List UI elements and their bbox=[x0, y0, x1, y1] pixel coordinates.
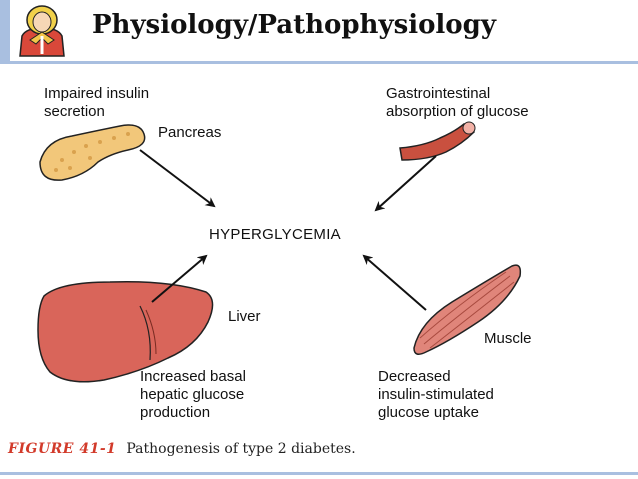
footer-divider bbox=[0, 472, 638, 475]
liver-icon bbox=[37, 280, 214, 383]
intestine-icon bbox=[399, 121, 476, 161]
pancreas-cause-line2: secretion bbox=[44, 103, 105, 120]
muscle-icon bbox=[413, 264, 522, 355]
person-logo-icon bbox=[12, 2, 72, 58]
header-left-strip bbox=[0, 0, 10, 64]
figure-caption: FIGURE 41-1 Pathogenesis of type 2 diabet… bbox=[8, 441, 356, 457]
liver-cause-line3: production bbox=[140, 404, 211, 421]
arrow-pancreas-to-center bbox=[139, 149, 216, 208]
header-divider bbox=[0, 61, 638, 64]
gi-cause-line1: Gastrointestinal bbox=[386, 85, 491, 102]
liver-cause-line2: hepatic glucose bbox=[140, 386, 245, 403]
gi-cause-line2: absorption of glucose bbox=[386, 103, 529, 120]
muscle-cause-line3: glucose uptake bbox=[378, 404, 479, 421]
muscle-cause-line1: Decreased bbox=[378, 368, 451, 385]
liver-label: Liver bbox=[228, 308, 261, 325]
page-title: Physiology/Pathophysiology bbox=[92, 10, 496, 40]
figure-number: FIGURE 41-1 bbox=[8, 441, 117, 457]
arrow-gi-to-center bbox=[374, 155, 437, 212]
liver-cause-line1: Increased basal bbox=[140, 368, 246, 385]
muscle-label: Muscle bbox=[484, 330, 532, 347]
arrow-liver-to-center bbox=[151, 254, 208, 303]
pancreas-cause-line1: Impaired insulin bbox=[44, 85, 150, 102]
arrow-muscle-to-center bbox=[362, 254, 427, 311]
pancreas-label: Pancreas bbox=[158, 124, 222, 141]
pancreas-icon bbox=[39, 124, 146, 181]
header-bar bbox=[0, 0, 638, 60]
figure-caption-text: Pathogenesis of type 2 diabetes. bbox=[126, 441, 356, 457]
muscle-cause-line2: insulin-stimulated bbox=[378, 386, 494, 403]
center-label-hyperglycemia: HYPERGLYCEMIA bbox=[209, 226, 341, 243]
